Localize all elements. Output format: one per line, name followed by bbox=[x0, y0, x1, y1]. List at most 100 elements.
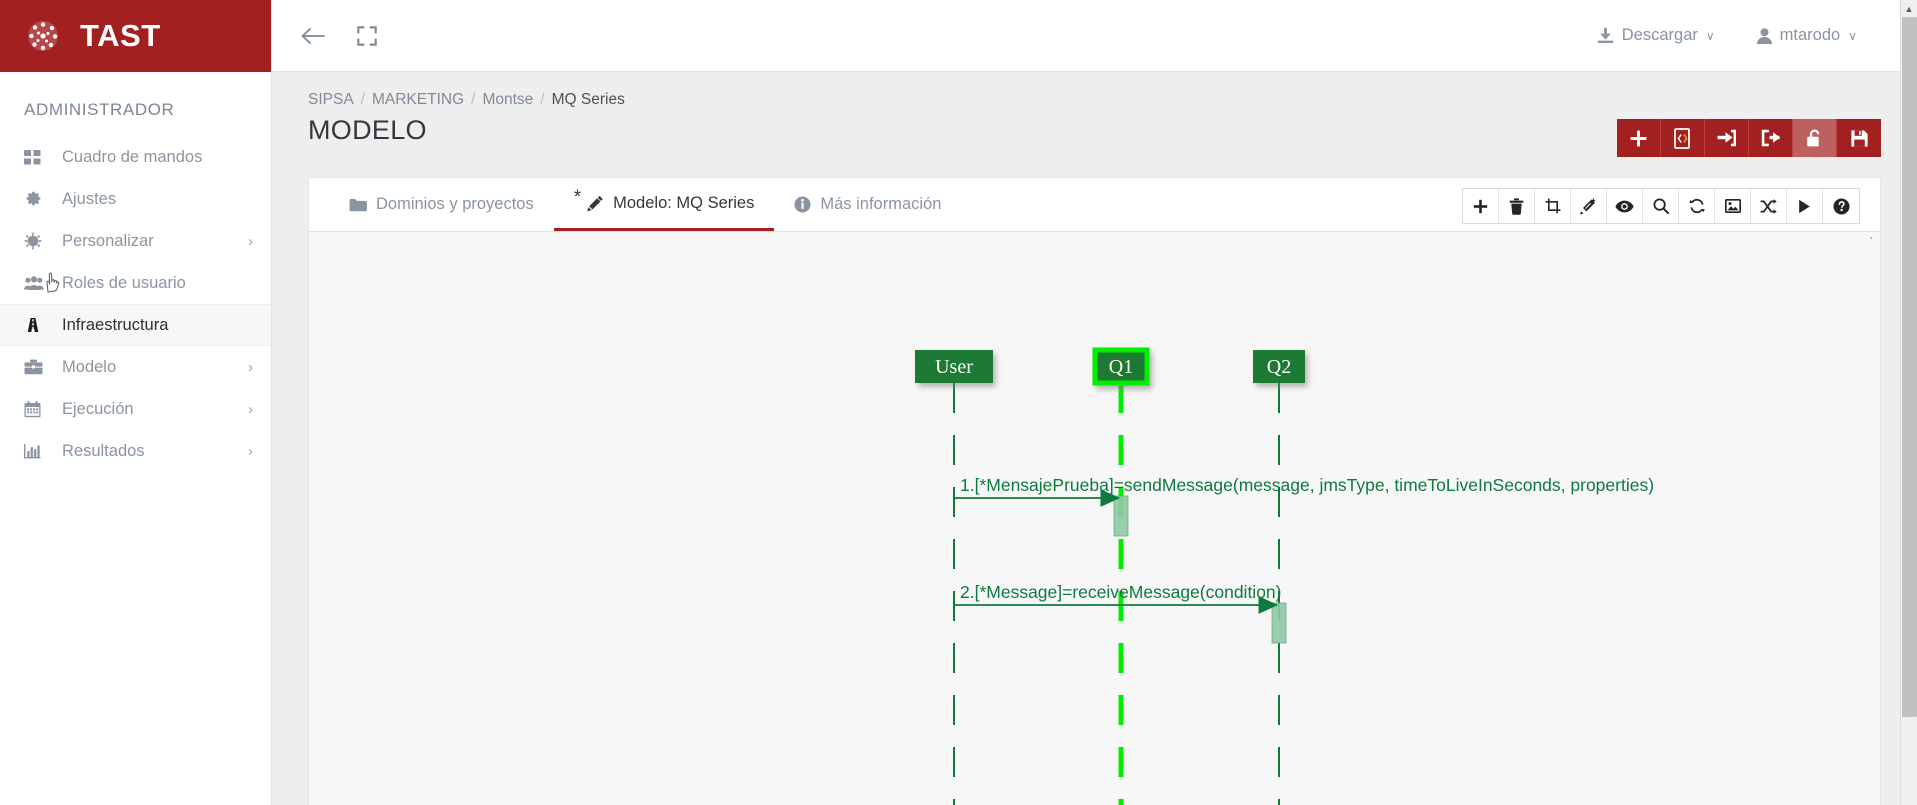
refresh-button[interactable] bbox=[1679, 189, 1715, 223]
tab-mas-informacion[interactable]: Más información bbox=[774, 178, 961, 231]
calendar-icon bbox=[24, 400, 50, 418]
folder-icon bbox=[349, 198, 367, 212]
sidebar-item-cuadro-de-mandos[interactable]: Cuadro de mandos bbox=[0, 136, 271, 178]
lifeline-box-rect-User bbox=[915, 350, 993, 383]
activation-bar-Q2 bbox=[1271, 602, 1287, 644]
tab-bar: Dominios y proyectos * Modelo: MQ Series bbox=[309, 178, 1880, 232]
lifeline-label-Q1: Q1 bbox=[1109, 356, 1133, 378]
mouse-cursor-pointer bbox=[42, 270, 64, 296]
topbar-right-actions: Descargar ∨ mtarodo ∨ bbox=[1597, 26, 1917, 45]
shuffle-button[interactable] bbox=[1751, 189, 1787, 223]
chevron-down-icon: ∨ bbox=[1848, 28, 1857, 43]
sidebar-item-label: Modelo bbox=[62, 357, 117, 376]
file-code-button[interactable] bbox=[1661, 119, 1705, 157]
briefcase-icon bbox=[24, 359, 50, 375]
lifeline-box-rect-Q2 bbox=[1253, 350, 1305, 383]
model-card: Dominios y proyectos * Modelo: MQ Series bbox=[308, 177, 1881, 805]
dashboard-grid-icon bbox=[24, 149, 50, 165]
tab-label: Más información bbox=[820, 195, 942, 213]
expand-fullscreen-icon[interactable] bbox=[350, 19, 384, 53]
breadcrumb-item-2[interactable]: Montse bbox=[482, 91, 534, 108]
sidebar-item-roles-de-usuario[interactable]: Roles de usuario bbox=[0, 262, 271, 304]
bar-chart-icon bbox=[24, 443, 50, 459]
gear-icon bbox=[24, 190, 50, 208]
sequence-diagram-svg[interactable]: 1.[*MensajePrueba]=sendMessage(message, … bbox=[309, 232, 1880, 805]
image-button[interactable] bbox=[1715, 189, 1751, 223]
topbar: Descargar ∨ mtarodo ∨ bbox=[272, 0, 1917, 72]
sidebar-item-label: Resultados bbox=[62, 441, 145, 460]
unlock-button[interactable] bbox=[1793, 119, 1837, 157]
network-cluster-icon bbox=[24, 17, 62, 55]
vertical-scrollbar[interactable]: ▲ bbox=[1900, 0, 1917, 805]
sidebar-item-label: Infraestructura bbox=[62, 315, 169, 334]
road-icon bbox=[24, 317, 50, 333]
chevron-right-icon: › bbox=[248, 400, 253, 418]
add-button[interactable] bbox=[1617, 119, 1661, 157]
breadcrumb-item-0[interactable]: SIPSA bbox=[308, 91, 354, 108]
sidebar-item-ejecucion[interactable]: Ejecución › bbox=[0, 388, 271, 430]
users-group-icon bbox=[24, 275, 50, 291]
lifeline-label-Q2: Q2 bbox=[1267, 356, 1291, 378]
breadcrumb-separator: / bbox=[540, 91, 545, 108]
sequence-diagram-canvas[interactable]: 1.[*MensajePrueba]=sendMessage(message, … bbox=[309, 232, 1880, 805]
sidebar-item-modelo[interactable]: Modelo › bbox=[0, 346, 271, 388]
scrollbar-thumb[interactable] bbox=[1902, 17, 1917, 717]
sidebar-item-personalizar[interactable]: Personalizar › bbox=[0, 220, 271, 262]
brand-title: TAST bbox=[80, 18, 161, 53]
download-menu[interactable]: Descargar ∨ bbox=[1597, 26, 1715, 45]
diagram-toolbar bbox=[1462, 188, 1860, 224]
user-label: mtarodo bbox=[1779, 26, 1841, 44]
user-menu[interactable]: mtarodo ∨ bbox=[1756, 26, 1857, 45]
lifeline-label-User: User bbox=[935, 356, 973, 378]
sidebar-item-label: Cuadro de mandos bbox=[62, 147, 203, 166]
chevron-right-icon: › bbox=[248, 232, 253, 250]
sidebar-item-label: Roles de usuario bbox=[62, 273, 186, 292]
lifeline-box-Q1[interactable]: Q1 bbox=[1092, 347, 1150, 386]
sidebar: TAST ADMINISTRADOR Cuadro de mandos Ajus… bbox=[0, 0, 272, 805]
lifeline-box-Q2[interactable]: Q2 bbox=[1253, 350, 1305, 383]
sidebar-item-label: Ajustes bbox=[62, 189, 117, 208]
page-header: MODELO bbox=[272, 109, 1917, 157]
help-button[interactable] bbox=[1823, 189, 1859, 223]
scroll-up-arrow[interactable]: ▲ bbox=[1901, 0, 1917, 17]
arrow-left-icon[interactable] bbox=[296, 19, 330, 53]
lifeline-box-User[interactable]: User bbox=[915, 350, 993, 383]
delete-element-button[interactable] bbox=[1499, 189, 1535, 223]
canvas-corner-dot bbox=[1870, 237, 1872, 239]
brand-header[interactable]: TAST bbox=[0, 0, 271, 72]
user-icon bbox=[1756, 27, 1772, 44]
export-button[interactable] bbox=[1749, 119, 1793, 157]
tab-modelo-mq-series[interactable]: * Modelo: MQ Series bbox=[553, 178, 775, 231]
import-button[interactable] bbox=[1705, 119, 1749, 157]
breadcrumb-item-3: MQ Series bbox=[551, 91, 625, 108]
tab-label: Modelo: MQ Series bbox=[613, 193, 755, 212]
breadcrumb-separator: / bbox=[471, 91, 476, 108]
main-region: Descargar ∨ mtarodo ∨ SIPSA / MARKETING … bbox=[272, 0, 1917, 805]
pencil-icon bbox=[587, 195, 604, 212]
run-button[interactable] bbox=[1787, 189, 1823, 223]
preview-button[interactable] bbox=[1607, 189, 1643, 223]
chevron-right-icon: › bbox=[248, 442, 253, 460]
sidebar-item-resultados[interactable]: Resultados › bbox=[0, 430, 271, 472]
download-label: Descargar bbox=[1621, 26, 1698, 44]
sidebar-item-ajustes[interactable]: Ajustes bbox=[0, 178, 271, 220]
magic-wand-button[interactable] bbox=[1571, 189, 1607, 223]
download-icon bbox=[1597, 27, 1614, 44]
message-label-2: 2.[*Message]=receiveMessage(condition) bbox=[960, 582, 1282, 602]
sidebar-item-label: Personalizar bbox=[62, 231, 154, 250]
sidebar-item-label: Ejecución bbox=[62, 399, 134, 418]
sidebar-item-infraestructura[interactable]: Infraestructura bbox=[0, 304, 271, 346]
tab-dominios-y-proyectos[interactable]: Dominios y proyectos bbox=[329, 178, 554, 231]
crop-button[interactable] bbox=[1535, 189, 1571, 223]
breadcrumb-item-1[interactable]: MARKETING bbox=[371, 91, 465, 108]
topbar-left-actions bbox=[296, 19, 384, 53]
search-button[interactable] bbox=[1643, 189, 1679, 223]
tab-label: Dominios y proyectos bbox=[376, 195, 534, 213]
add-element-button[interactable] bbox=[1463, 189, 1499, 223]
info-circle-icon bbox=[794, 196, 811, 213]
modified-indicator: * bbox=[573, 187, 582, 208]
save-button[interactable] bbox=[1837, 119, 1881, 157]
page-title: MODELO bbox=[308, 115, 427, 145]
activation-bar-Q1 bbox=[1113, 495, 1129, 537]
